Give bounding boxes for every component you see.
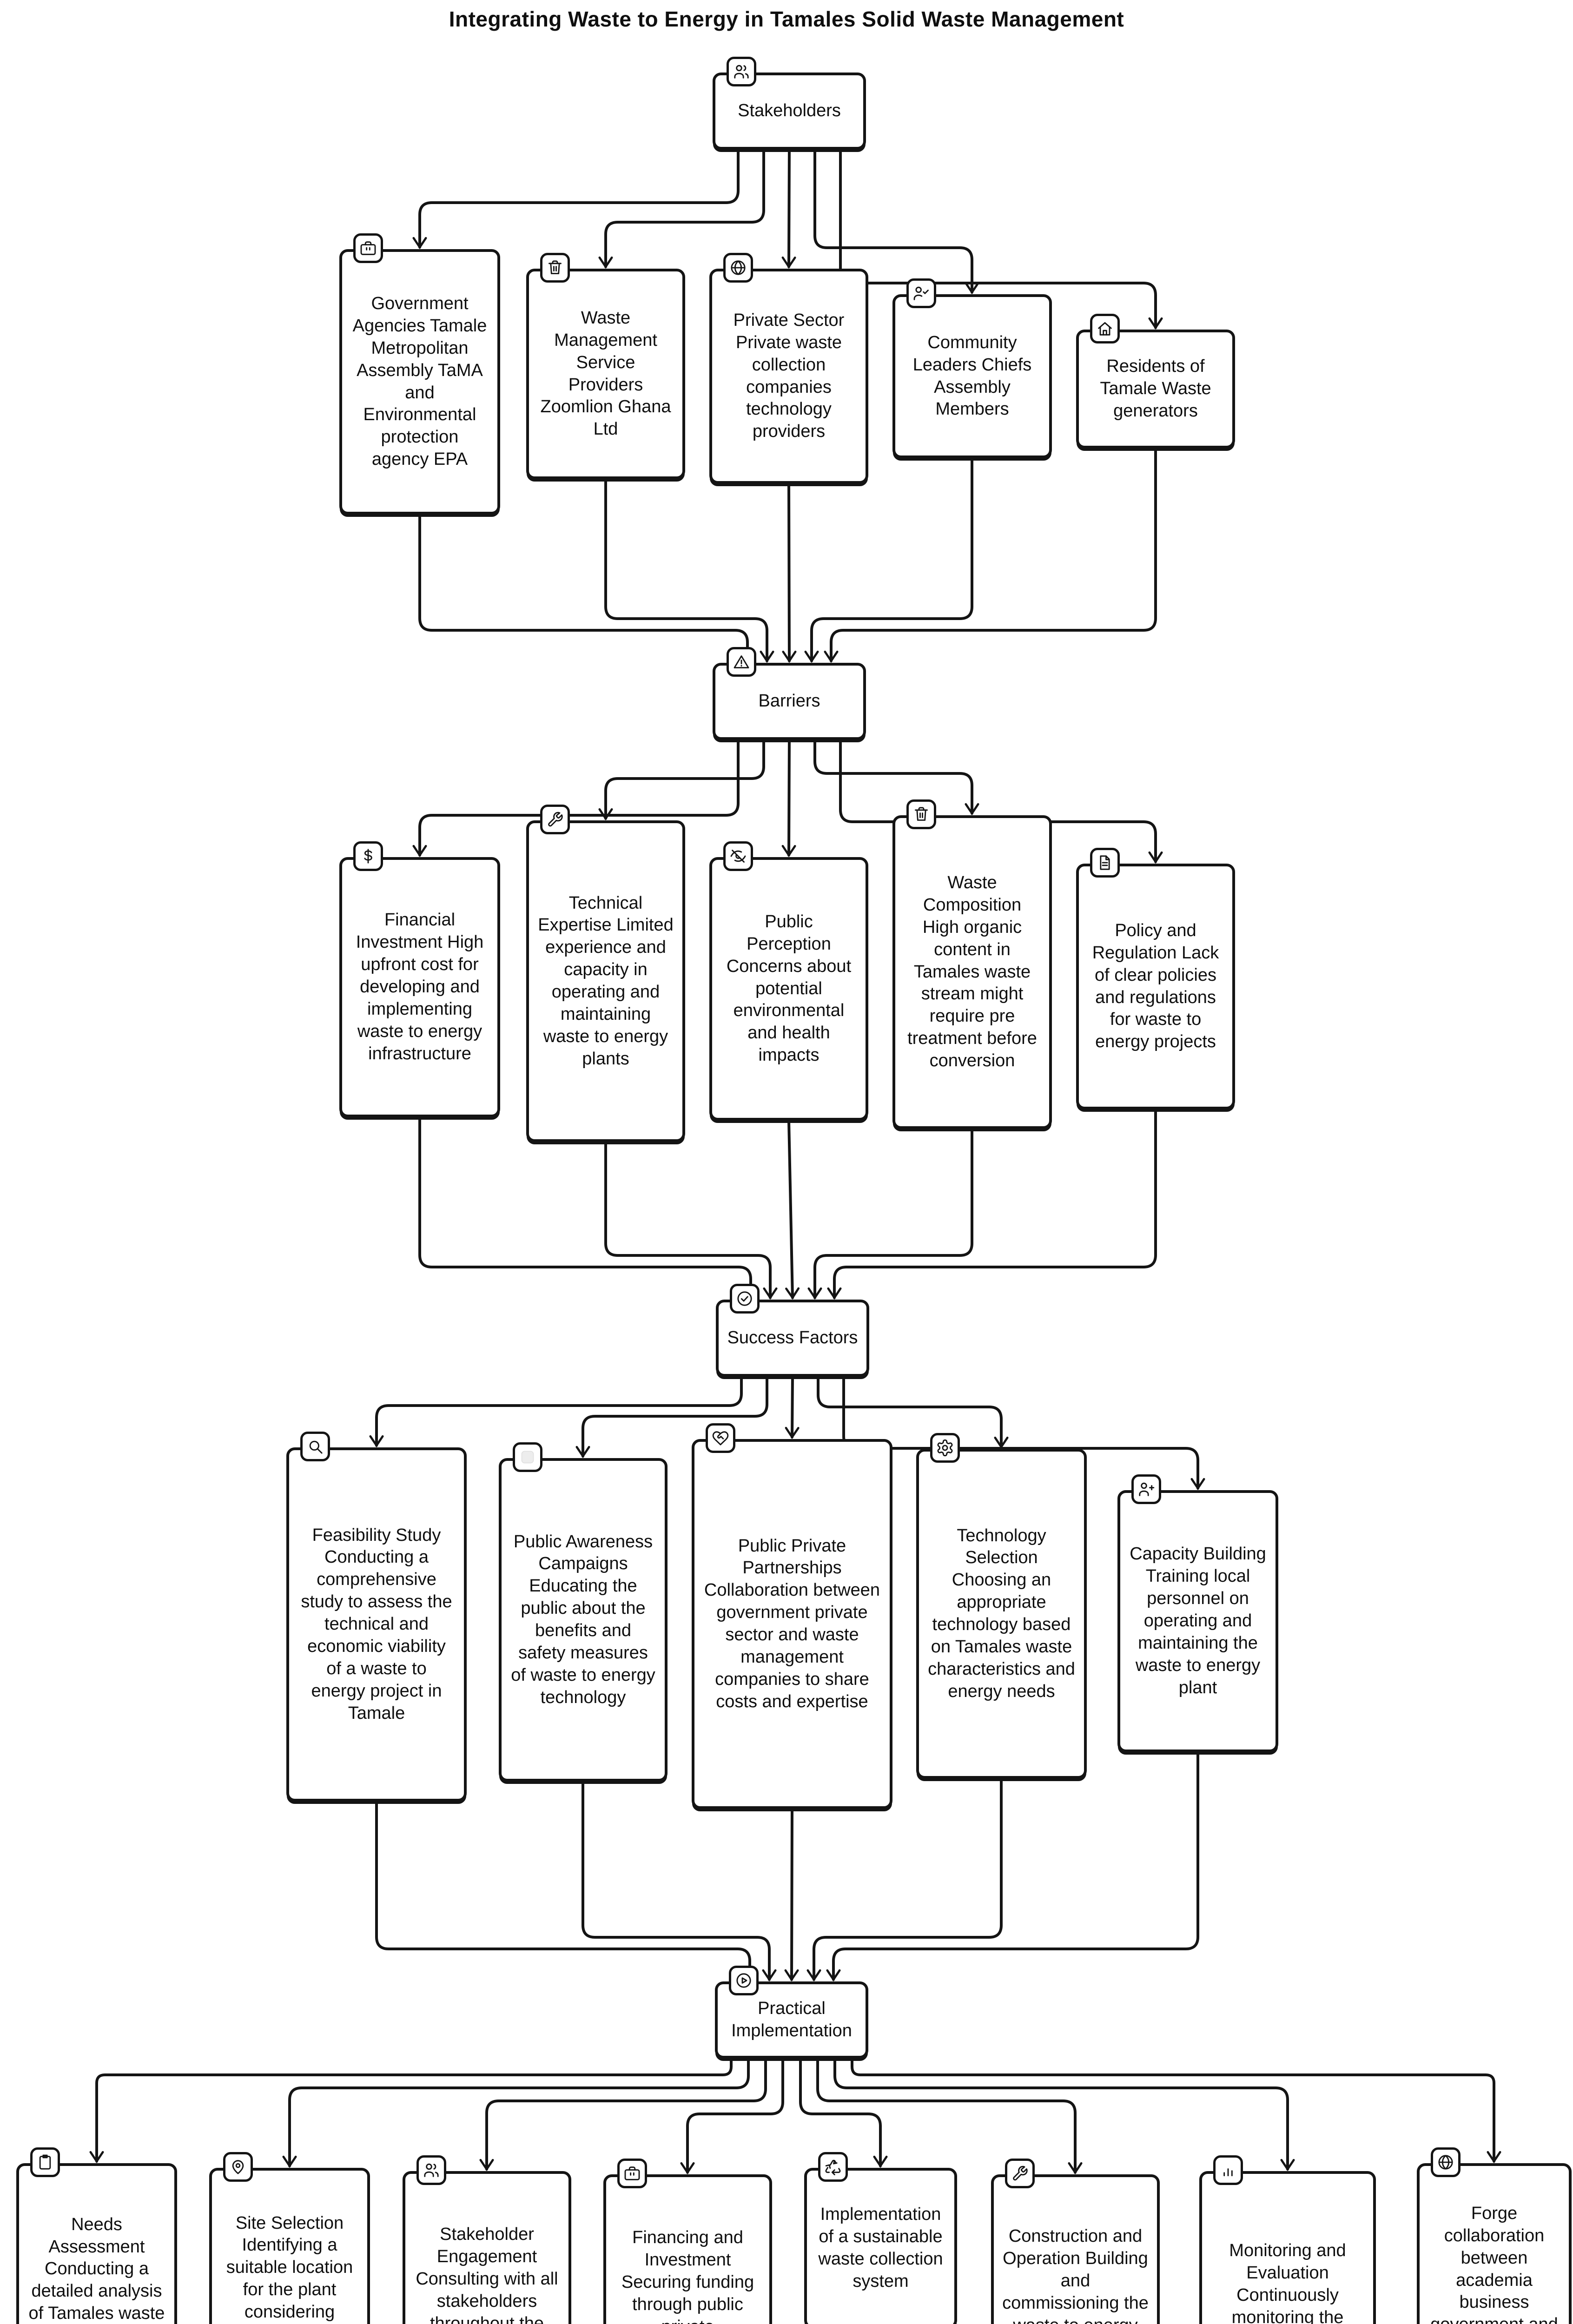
briefcase-icon	[353, 233, 383, 263]
node-government-agencies: Government Agencies Tamale Metropolitan …	[339, 233, 500, 515]
node-label: Community Leaders Chiefs Assembly Member…	[912, 332, 1032, 419]
wrench-icon	[1005, 2159, 1035, 2188]
node-label: Construction and Operation Building and …	[1002, 2226, 1149, 2324]
home-icon	[1090, 314, 1120, 343]
globe-icon	[723, 253, 753, 283]
node-label: Forge collaboration between academia bus…	[1430, 2203, 1558, 2324]
gear-icon	[930, 1433, 960, 1463]
node-label: Barriers	[758, 691, 820, 711]
node-label: Success Factors	[727, 1328, 858, 1348]
node-label: Technical Expertise Limited experience a…	[538, 893, 674, 1069]
node-label: Public Perception Concerns about potenti…	[726, 911, 852, 1065]
node-label: Technology Selection Choosing an appropr…	[928, 1525, 1075, 1701]
node-private-sector: Private Sector Private waste collection …	[709, 253, 868, 484]
node-label: Needs Assessment Conducting a detailed a…	[28, 2214, 165, 2324]
diagram-title: Integrating Waste to Energy in Tamales S…	[449, 7, 1124, 31]
file-text-icon	[1090, 848, 1120, 878]
blank-icon	[513, 1442, 542, 1472]
play-circle-icon	[729, 1966, 759, 1995]
node-label: Stakeholder Engagement Consulting with a…	[416, 2225, 558, 2324]
user-check-icon	[906, 278, 936, 308]
node-label: Public Awareness Campaigns Educating the…	[511, 1532, 655, 1707]
briefcase-icon	[617, 2159, 647, 2188]
node-monitoring-evaluation: Monitoring and Evaluation Continuously m…	[1199, 2155, 1376, 2324]
heart-handshake-icon	[706, 1423, 735, 1453]
globe-icon	[1431, 2147, 1461, 2177]
node-policy-regulation: Policy and Regulation Lack of clear poli…	[1076, 848, 1235, 1109]
hub-success-factors: Success Factors	[716, 1284, 869, 1377]
node-public-perception: Public Perception Concerns about potenti…	[709, 841, 868, 1121]
node-label: Private Sector Private waste collection …	[733, 310, 845, 442]
dollar-icon	[353, 841, 383, 871]
node-label: Monitoring and Evaluation Continuously m…	[1229, 2241, 1346, 2324]
recycle-icon	[818, 2152, 848, 2182]
node-community-leaders: Community Leaders Chiefs Assembly Member…	[892, 278, 1052, 458]
node-waste-composition: Waste Composition High organic content i…	[892, 799, 1052, 1129]
node-financing-investment: Financing and Investment Securing fundin…	[603, 2159, 772, 2324]
node-feasibility-study: Feasibility Study Conducting a comprehen…	[286, 1432, 467, 1802]
node-label: Capacity Building Training local personn…	[1130, 1544, 1266, 1697]
hub-stakeholders: Stakeholders	[713, 57, 866, 150]
node-site-selection: Site Selection Identifying a suitable lo…	[209, 2152, 370, 2324]
trash-icon	[540, 253, 570, 283]
node-stakeholder-engagement: Stakeholder Engagement Consulting with a…	[403, 2155, 571, 2324]
node-label: Residents of Tamale Waste generators	[1100, 357, 1211, 421]
node-label: Government Agencies Tamale Metropolitan …	[352, 294, 487, 469]
node-construction-operation: Construction and Operation Building and …	[991, 2159, 1160, 2324]
wrench-icon	[540, 805, 570, 834]
node-label: Waste Management Service Providers Zooml…	[540, 308, 671, 439]
node-label: Public Private Partnerships Collaboratio…	[704, 1536, 880, 1711]
alert-triangle-icon	[727, 647, 756, 677]
node-public-private-partnerships: Public Private Partnerships Collaboratio…	[692, 1423, 892, 1809]
search-icon	[300, 1432, 330, 1461]
node-label: Financing and Investment Securing fundin…	[621, 2228, 754, 2324]
users-icon	[416, 2155, 446, 2185]
node-waste-collection-system: Implementation of a sustainable waste co…	[804, 2152, 957, 2324]
node-residents: Residents of Tamale Waste generators	[1076, 314, 1235, 449]
clipboard-icon	[30, 2147, 60, 2177]
node-label: Feasibility Study Conducting a comprehen…	[301, 1525, 452, 1723]
eye-off-icon	[723, 841, 753, 871]
node-technology-selection: Technology Selection Choosing an appropr…	[916, 1433, 1087, 1779]
hub-barriers: Barriers	[713, 647, 866, 740]
hub-practical-implementation: Practical Implementation	[715, 1966, 868, 2059]
node-label: Practical Implementation	[731, 1999, 852, 2040]
trash-icon	[906, 799, 936, 829]
node-label: Policy and Regulation Lack of clear poli…	[1092, 920, 1219, 1052]
user-plus-icon	[1131, 1474, 1161, 1504]
node-public-awareness-campaigns: Public Awareness Campaigns Educating the…	[499, 1442, 668, 1782]
check-circle-icon	[730, 1284, 760, 1314]
node-capacity-building: Capacity Building Training local personn…	[1117, 1474, 1278, 1752]
node-label: Waste Composition High organic content i…	[907, 873, 1037, 1071]
node-needs-assessment: Needs Assessment Conducting a detailed a…	[16, 2147, 177, 2324]
node-label: Stakeholders	[738, 101, 841, 121]
node-waste-management-providers: Waste Management Service Providers Zooml…	[526, 253, 685, 479]
map-pin-icon	[223, 2152, 253, 2182]
node-label: Site Selection Identifying a suitable lo…	[226, 2213, 353, 2322]
node-forge-collaboration: Forge collaboration between academia bus…	[1417, 2147, 1572, 2324]
bar-chart-icon	[1213, 2155, 1243, 2185]
node-label: Financial Investment High upfront cost f…	[356, 910, 484, 1063]
node-label: Implementation of a sustainable waste co…	[818, 2205, 943, 2291]
node-technical-expertise: Technical Expertise Limited experience a…	[526, 805, 685, 1142]
users-icon	[727, 57, 756, 86]
node-financial-investment: Financial Investment High upfront cost f…	[339, 841, 500, 1117]
